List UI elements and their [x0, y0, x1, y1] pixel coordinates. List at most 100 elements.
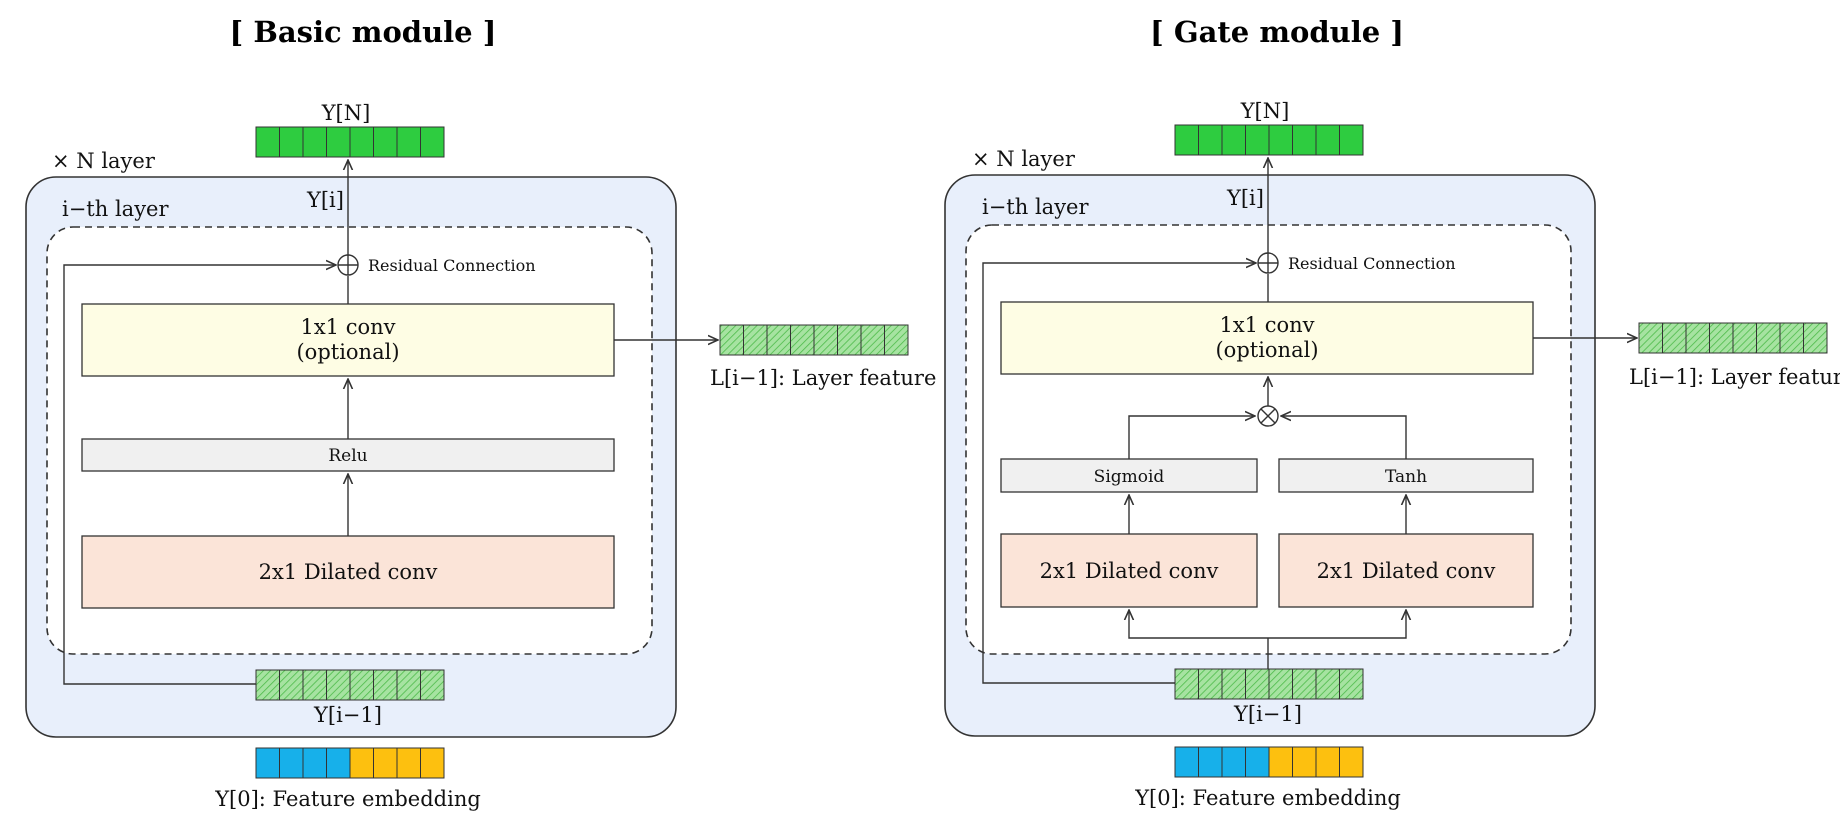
basic-layer-feature-cell [837, 324, 862, 356]
gate-layer-feature-cell [1685, 322, 1710, 354]
gate-layer-feature-cell [1803, 322, 1828, 354]
gate-dilated-left-label: 2x1 Dilated conv [1040, 559, 1219, 583]
basic-embedding-cell [373, 747, 398, 779]
gate-embedding-cell [1292, 746, 1317, 778]
gate-sigmoid-box [1000, 458, 1258, 493]
gate-output-vector [1174, 124, 1364, 156]
gate-inner-label: i−th layer [982, 195, 1089, 219]
basic-input-cell [373, 669, 398, 701]
gate-embedding-cell [1245, 746, 1270, 778]
basic-embedding-cell [302, 747, 327, 779]
gate-outer-label: × N layer [972, 147, 1076, 171]
basic-output-vector [255, 126, 445, 158]
gate-layer-output-label: Y[i] [1226, 186, 1264, 210]
gate-layer-feature-cell [1779, 322, 1804, 354]
basic-dilated-box [81, 535, 615, 609]
gate-input-cell [1268, 668, 1293, 700]
basic-input-cell [279, 669, 304, 701]
basic-input-label: Y[i−1] [313, 703, 382, 727]
basic-residual-node [337, 254, 359, 276]
basic-embedding-vector [255, 747, 445, 779]
basic-outer-label: × N layer [52, 149, 156, 173]
gate-conv1x1-line1: 1x1 conv [1219, 313, 1314, 337]
basic-input-cell [420, 669, 445, 701]
basic-inner-label: i−th layer [62, 197, 169, 221]
basic-input-vector [255, 669, 445, 701]
basic-output-cell [396, 126, 421, 158]
gate-embedding-cell [1339, 746, 1364, 778]
gate-arrow-sigmoid-multiply [1128, 416, 1255, 459]
gate-output-cell [1315, 124, 1340, 156]
basic-relu-box [81, 438, 615, 472]
basic-relu-label: Relu [328, 446, 367, 466]
gate-output-cell [1174, 124, 1199, 156]
gate-output-cell [1268, 124, 1293, 156]
basic-output-cell [279, 126, 304, 158]
gate-output-label: Y[N] [1240, 99, 1290, 123]
basic-embedding-cell [420, 747, 445, 779]
gate-dilated-right-box [1278, 533, 1534, 608]
basic-embedding-cell [326, 747, 351, 779]
gate-input-label: Y[i−1] [1233, 702, 1302, 726]
gate-input-cell [1339, 668, 1364, 700]
gate-layer-feature-cell [1638, 322, 1663, 354]
basic-embedding-cell [349, 747, 374, 779]
basic-module: [ Basic module ] Y[N] × N layer i−th lay… [25, 15, 936, 811]
gate-output-cell [1245, 124, 1270, 156]
basic-conv1x1-box [81, 303, 615, 377]
basic-conv1x1-line2: (optional) [296, 340, 399, 364]
gate-sigmoid-label: Sigmoid [1094, 467, 1165, 487]
basic-output-label: Y[N] [321, 101, 371, 125]
basic-output-cell [302, 126, 327, 158]
gate-arrow-tanh-multiply [1281, 416, 1407, 459]
gate-embedding-cell [1268, 746, 1293, 778]
basic-layer-feature-cell [813, 324, 838, 356]
gate-output-cell [1198, 124, 1223, 156]
gate-input-cell [1174, 668, 1199, 700]
gate-output-cell [1221, 124, 1246, 156]
basic-layer-feature-cell [719, 324, 744, 356]
gate-conv1x1-line2: (optional) [1215, 338, 1318, 362]
gate-layer-feature-label: L[i−1]: Layer feature [1629, 365, 1840, 389]
gate-module: [ Gate module ] Y[N] × N layer i−th laye… [944, 15, 1840, 810]
basic-input-cell [326, 669, 351, 701]
gate-embedding-cell [1221, 746, 1246, 778]
gate-residual-label: Residual Connection [1288, 254, 1456, 273]
gate-residual-node [1257, 252, 1279, 274]
basic-output-cell [420, 126, 445, 158]
gate-arrow-split-left [1129, 610, 1268, 639]
basic-layer-output-label: Y[i] [306, 188, 344, 212]
gate-embedding-vector [1174, 746, 1364, 778]
basic-conv1x1-line1: 1x1 conv [300, 315, 395, 339]
gate-embedding-cell [1315, 746, 1340, 778]
basic-layer-feature-vector [719, 324, 909, 356]
basic-input-cell [302, 669, 327, 701]
basic-output-cell [255, 126, 280, 158]
gate-multiply-node [1257, 405, 1279, 427]
gate-input-cell [1221, 668, 1246, 700]
gate-layer-feature-cell [1732, 322, 1757, 354]
gate-layer-feature-vector [1638, 322, 1828, 354]
gate-module-title: [ Gate module ] [1150, 15, 1404, 49]
gate-embedding-cell [1174, 746, 1199, 778]
basic-embedding-cell [255, 747, 280, 779]
basic-input-cell [349, 669, 374, 701]
basic-layer-feature-cell [860, 324, 885, 356]
gate-input-cell [1292, 668, 1317, 700]
gate-input-cell [1198, 668, 1223, 700]
gate-layer-feature-cell [1756, 322, 1781, 354]
gate-tanh-label: Tanh [1385, 467, 1427, 487]
basic-layer-feature-cell [766, 324, 791, 356]
basic-module-title: [ Basic module ] [230, 15, 497, 49]
gate-layer-feature-cell [1662, 322, 1687, 354]
basic-embedding-cell [279, 747, 304, 779]
basic-residual-label: Residual Connection [368, 256, 536, 275]
gate-residual-path [982, 263, 1256, 684]
basic-layer-feature-cell [884, 324, 909, 356]
gate-output-cell [1339, 124, 1364, 156]
gate-tanh-box [1278, 458, 1534, 493]
gate-embedding-label: Y[0]: Feature embedding [1134, 786, 1401, 810]
gate-arrow-split-right [1268, 610, 1406, 639]
basic-input-cell [396, 669, 421, 701]
gate-dilated-right-label: 2x1 Dilated conv [1317, 559, 1496, 583]
